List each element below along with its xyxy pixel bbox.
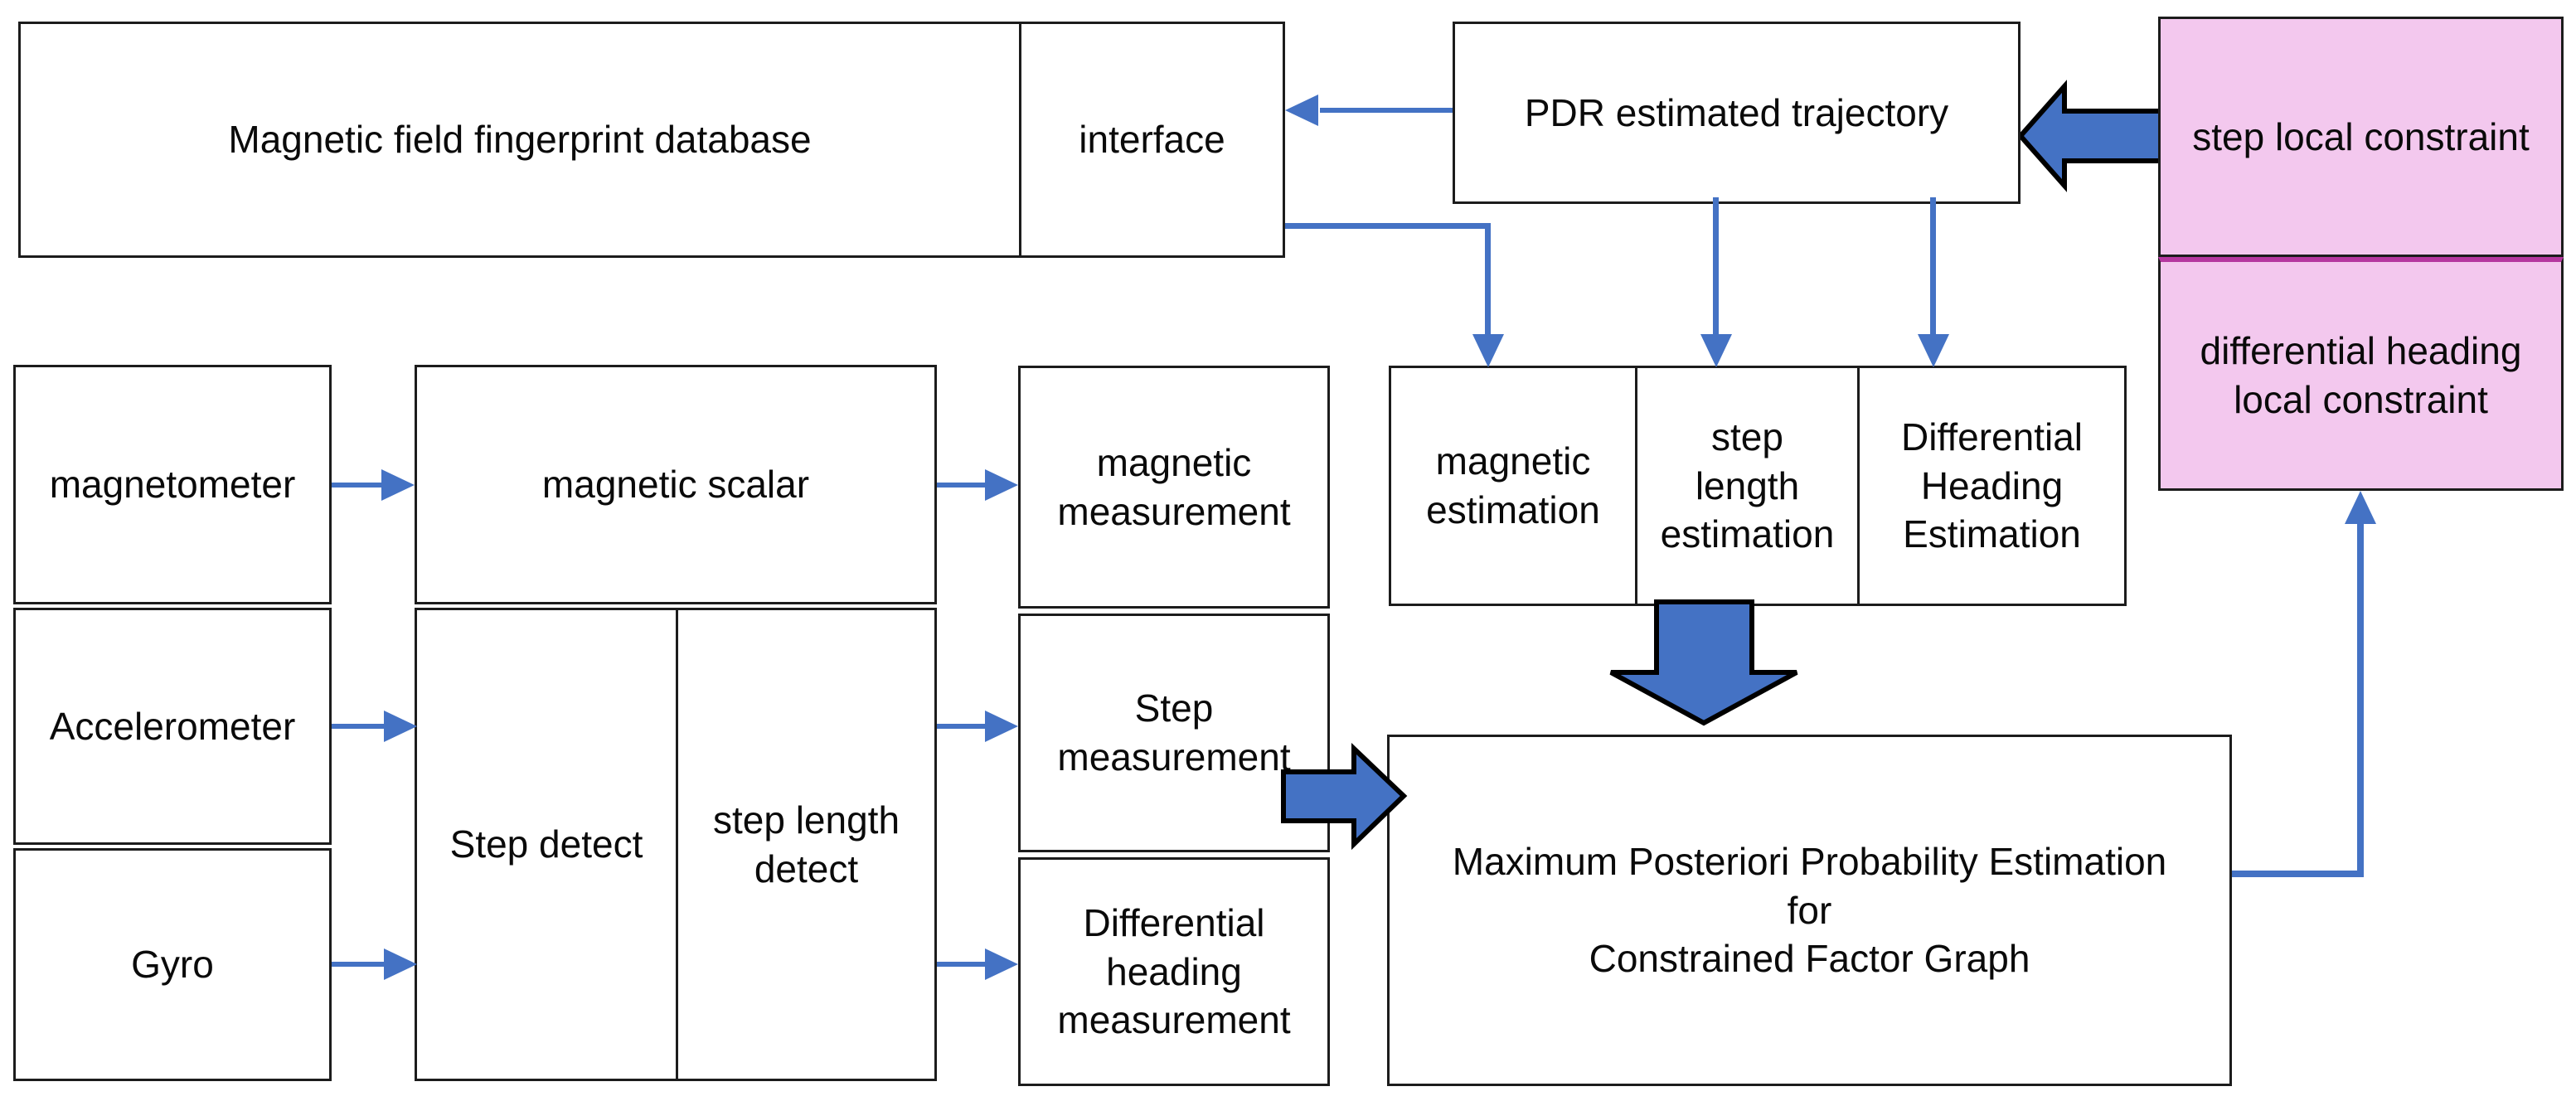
arrow-pdr-to-diff-heading-estimation-head [1918,334,1949,367]
arrow-accelerometer-to-step-detect-head [384,711,417,742]
block-arrow-step-measurement-to-map [1281,743,1408,851]
node-step-length-estimation: step length estimation [1635,368,1857,604]
node-step-measurement: Step measurement [1018,614,1330,852]
node-accelerometer: Accelerometer [13,608,332,845]
block-arrow-step-local-constraint-to-pdr [2016,80,2163,192]
node-maximum-posteriori-estimation: Maximum Posteriori Probability Estimatio… [1387,735,2232,1086]
estimation-row-group: magnetic estimation step length estimati… [1389,366,2127,606]
arrow-pdr-to-step-length-estimation-line [1713,197,1719,336]
node-magnetic-estimation: magnetic estimation [1426,439,1600,531]
arrow-magnetometer-to-magnetic-scalar-line [332,483,386,488]
node-gyro: Gyro [13,848,332,1081]
arrow-step-length-detect-to-diff-heading-measurement-head [985,948,1018,980]
arrow-map-to-diff-heading-constraint-head [2345,491,2376,524]
database-interface-group: Magnetic field fingerprint database inte… [18,22,1285,258]
arrow-gyro-to-step-detect-head [384,948,417,980]
node-magnetic-field-fingerprint-database: Magnetic field fingerprint database [228,118,812,162]
arrow-step-length-detect-to-step-measurement-head [985,711,1018,742]
arrow-step-length-detect-to-diff-heading-measurement-line [937,962,987,967]
arrow-interface-to-magnetic-estimation-head [1472,334,1504,367]
arrow-magnetic-scalar-to-magnetic-measurement-head [985,469,1018,501]
node-pdr-estimated-trajectory: PDR estimated trajectory [1453,22,2021,204]
node-magnetic-scalar: magnetic scalar [415,365,937,604]
arrow-magnetic-scalar-to-magnetic-measurement-line [937,483,987,488]
node-magnetic-measurement: magnetic measurement [1018,366,1330,609]
block-arrow-estimation-row-to-map [1609,599,1798,726]
node-magnetometer: magnetometer [13,365,332,604]
arrow-magnetometer-to-magnetic-scalar-head [381,469,415,501]
node-step-detect: Step detect [449,822,643,866]
arrow-map-to-diff-heading-constraint-hline [2232,871,2363,877]
node-step-local-constraint: step local constraint [2158,17,2564,257]
arrow-pdr-to-step-length-estimation-head [1700,334,1732,367]
arrow-pdr-to-interface-line [1320,108,1453,113]
node-interface: interface [1019,24,1283,255]
step-detect-group: Step detect step length detect [415,608,937,1081]
node-differential-heading-local-constraint: differential heading local constraint [2158,257,2564,491]
node-differential-heading-measurement: Differential heading measurement [1018,857,1330,1086]
arrow-interface-to-magnetic-estimation-vline [1485,223,1491,336]
node-differential-heading-estimation: Differential Heading Estimation [1857,368,2124,604]
arrow-interface-to-magnetic-estimation-hline [1285,223,1491,229]
arrow-map-to-diff-heading-constraint-vline [2357,521,2364,877]
arrow-accelerometer-to-step-detect-line [332,724,386,729]
arrow-pdr-to-interface-head [1285,95,1318,126]
arrow-pdr-to-diff-heading-estimation-line [1930,197,1936,336]
node-step-length-detect: step length detect [676,610,934,1079]
arrow-step-length-detect-to-step-measurement-line [937,724,987,729]
arrow-gyro-to-step-detect-line [332,962,386,967]
